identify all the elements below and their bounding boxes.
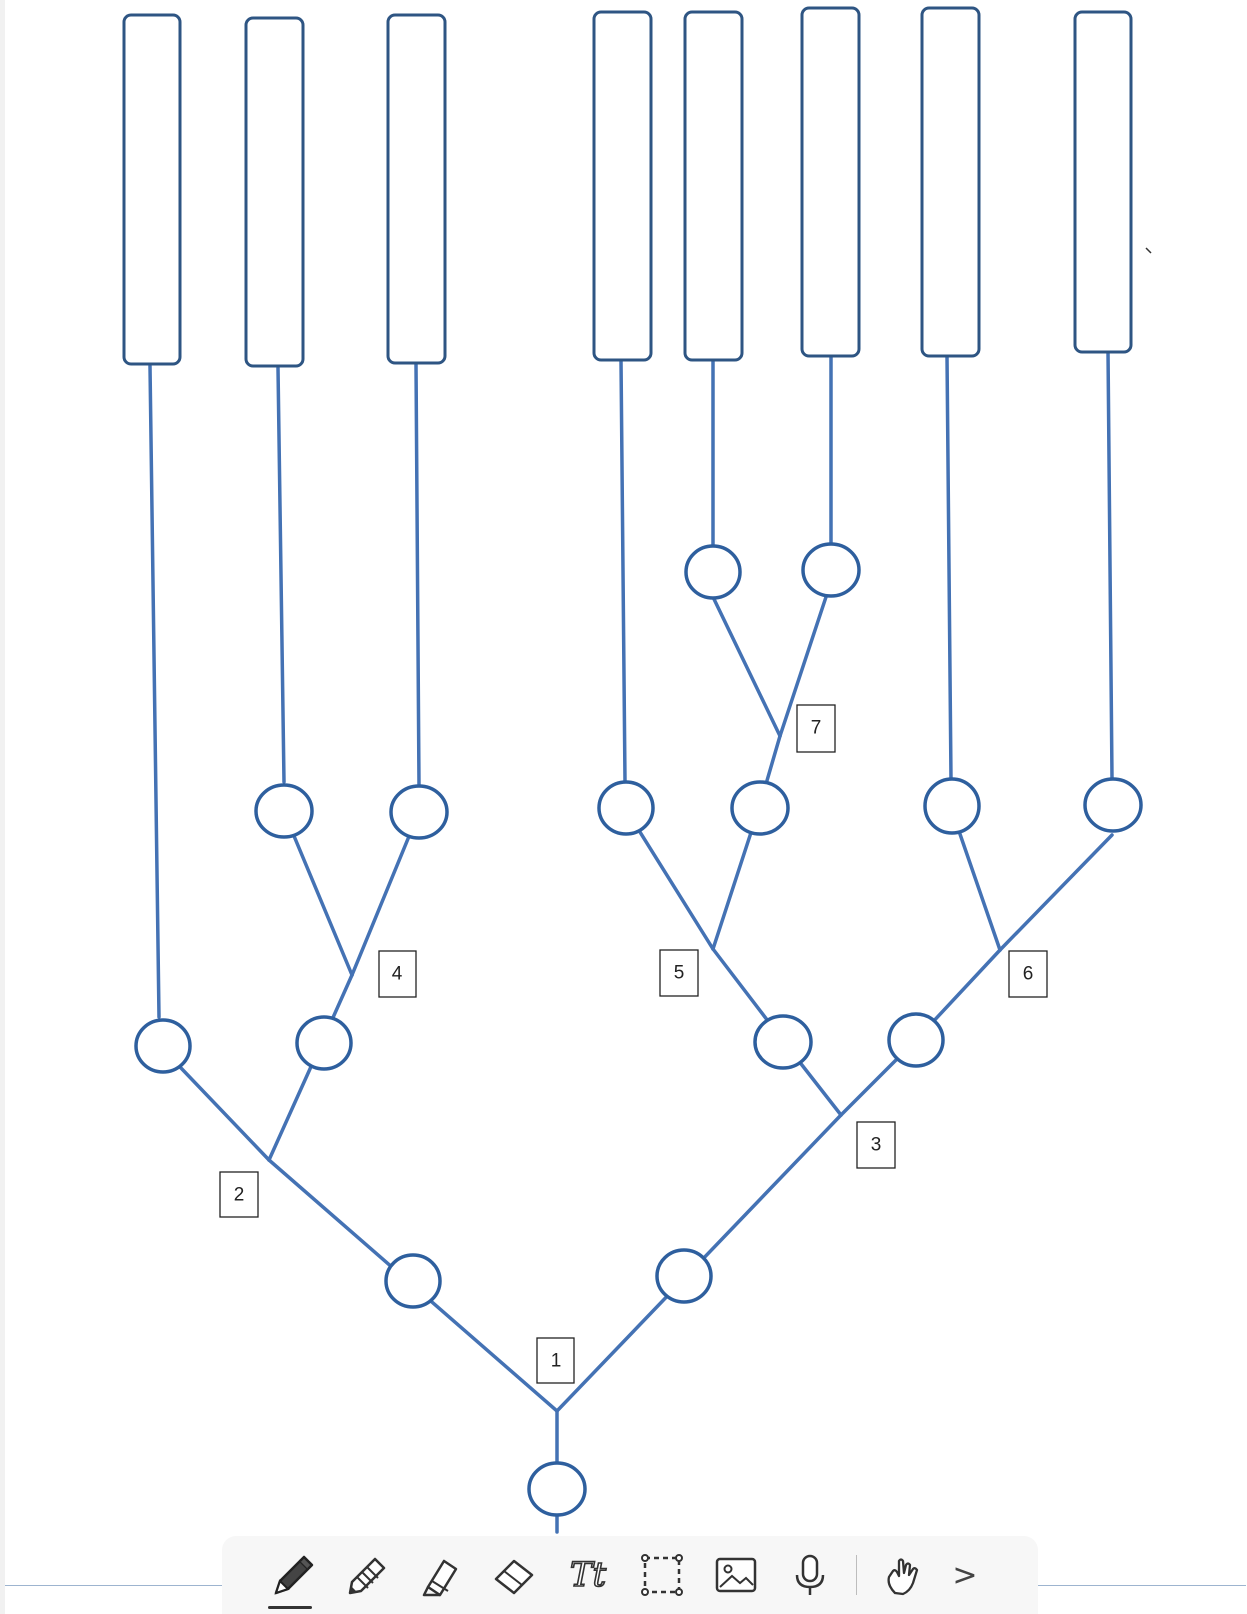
leaf-box[interactable] bbox=[683, 10, 744, 362]
page-rule-left bbox=[5, 1585, 225, 1586]
edge bbox=[711, 595, 782, 738]
toolbar-separator bbox=[856, 1555, 857, 1595]
branch-label-text: 6 bbox=[1023, 964, 1034, 985]
edge bbox=[1106, 349, 1114, 780]
eraser-icon bbox=[494, 1559, 534, 1595]
tree-node[interactable] bbox=[254, 783, 314, 839]
tree-node[interactable] bbox=[923, 777, 981, 835]
drawing-toolbar: Tt > bbox=[222, 1536, 1038, 1614]
tree-node[interactable] bbox=[1083, 777, 1143, 833]
tree-node[interactable] bbox=[684, 544, 742, 600]
tree-node[interactable] bbox=[295, 1015, 353, 1071]
leaf-box[interactable] bbox=[800, 6, 861, 358]
pencil-icon bbox=[348, 1557, 386, 1595]
pencil-tool[interactable] bbox=[334, 1543, 398, 1607]
branch-label-6[interactable]: 6 bbox=[1008, 950, 1048, 998]
branch-label-text: 3 bbox=[871, 1135, 882, 1156]
branch-label-5[interactable]: 5 bbox=[659, 949, 699, 997]
highlighter-icon bbox=[422, 1559, 458, 1597]
branch-label-7[interactable]: 7 bbox=[796, 704, 836, 753]
tree-node[interactable] bbox=[801, 542, 861, 598]
branch-label-text: 7 bbox=[811, 718, 822, 739]
tree-node[interactable] bbox=[730, 780, 790, 836]
page-rule-right bbox=[1038, 1585, 1246, 1586]
root-node[interactable] bbox=[527, 1461, 587, 1517]
nodes bbox=[134, 542, 1143, 1517]
edge bbox=[778, 595, 828, 738]
highlighter-tool[interactable] bbox=[408, 1543, 472, 1607]
tree-node[interactable] bbox=[753, 1014, 813, 1070]
tree-node[interactable] bbox=[389, 784, 449, 840]
edge bbox=[619, 358, 627, 783]
leaf-box[interactable] bbox=[920, 6, 981, 358]
edge bbox=[350, 810, 421, 977]
branch-label-text: 4 bbox=[392, 964, 403, 985]
edges bbox=[148, 349, 1114, 1534]
branch-label-3[interactable]: 3 bbox=[856, 1121, 896, 1169]
microphone-icon bbox=[795, 1554, 825, 1595]
branch-label-4[interactable]: 4 bbox=[378, 950, 417, 998]
insert-image-tool[interactable] bbox=[704, 1543, 768, 1607]
tree-node[interactable] bbox=[597, 780, 655, 836]
pen-icon bbox=[274, 1555, 314, 1595]
branch-labels: 1 2 3 4 5 6 7 bbox=[219, 704, 1048, 1384]
text-icon-glyph: Tt bbox=[570, 1555, 607, 1595]
tree-node[interactable] bbox=[134, 1018, 192, 1074]
branch-label-2[interactable]: 2 bbox=[219, 1171, 259, 1218]
edge bbox=[282, 810, 354, 977]
edge bbox=[945, 354, 953, 781]
branch-label-text: 2 bbox=[234, 1185, 245, 1206]
edge bbox=[998, 833, 1114, 952]
leaf-box[interactable] bbox=[592, 10, 653, 362]
eraser-tool[interactable] bbox=[482, 1543, 546, 1607]
image-icon bbox=[715, 1557, 757, 1593]
edge bbox=[276, 366, 286, 784]
text-icon: Tt bbox=[569, 1554, 607, 1596]
selection-icon bbox=[641, 1554, 683, 1596]
pen-tool[interactable] bbox=[260, 1543, 324, 1609]
leaf-box[interactable] bbox=[1073, 10, 1133, 354]
tree-node[interactable] bbox=[887, 1012, 945, 1068]
lasso-select-tool[interactable] bbox=[630, 1543, 694, 1607]
stray-ink-mark bbox=[1145, 247, 1152, 254]
touch-draw-tool[interactable] bbox=[871, 1543, 935, 1607]
hand-draw-icon bbox=[887, 1558, 919, 1596]
text-tool[interactable]: Tt bbox=[556, 1543, 620, 1607]
edge bbox=[414, 362, 421, 787]
branch-label-text: 1 bbox=[551, 1351, 562, 1372]
leaves bbox=[122, 6, 1133, 368]
dictate-tool[interactable] bbox=[778, 1543, 842, 1607]
leaf-box[interactable] bbox=[386, 13, 447, 365]
edge bbox=[148, 364, 161, 1019]
tree-node[interactable] bbox=[384, 1253, 442, 1309]
page-left-edge bbox=[0, 0, 5, 1614]
leaf-box[interactable] bbox=[244, 16, 305, 368]
toolbar-more-chevron-icon[interactable]: > bbox=[952, 1557, 978, 1593]
leaf-box[interactable] bbox=[122, 13, 182, 366]
tree-node[interactable] bbox=[655, 1248, 713, 1304]
branch-label-text: 5 bbox=[674, 963, 685, 984]
branch-label-1[interactable]: 1 bbox=[536, 1337, 575, 1384]
